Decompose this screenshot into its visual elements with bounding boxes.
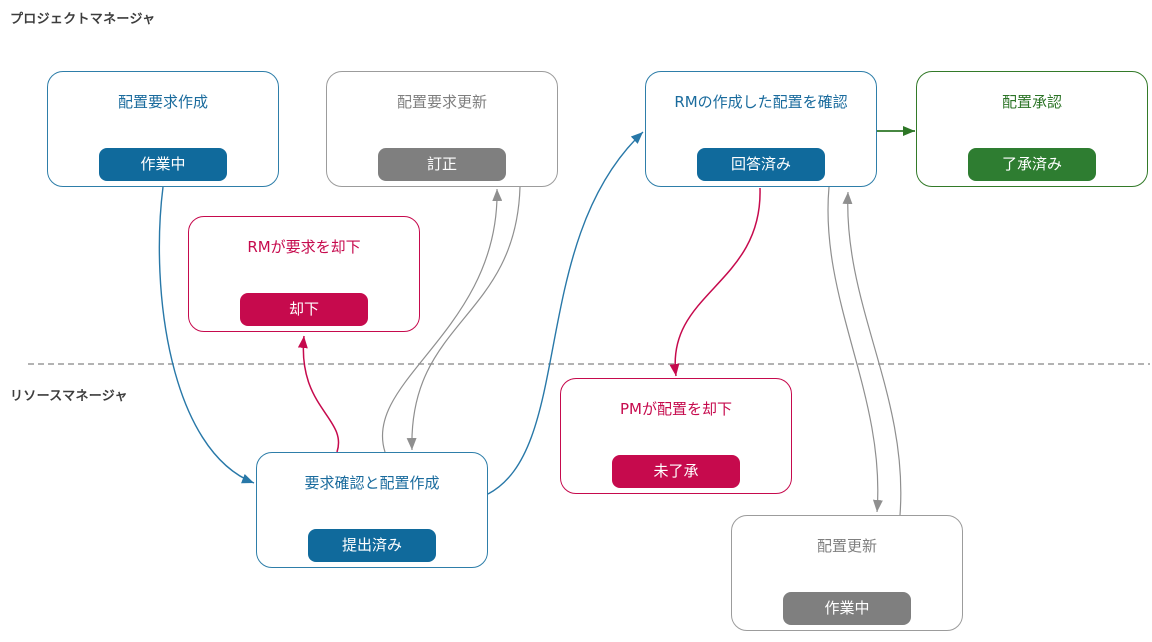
status-badge: 提出済み [308, 529, 436, 562]
node-title: 配置更新 [816, 537, 877, 555]
status-badge: 回答済み [697, 148, 825, 181]
status-badge: 却下 [240, 293, 368, 326]
edge-confirm-allocation-to-pm-reject [669, 187, 761, 377]
lane-label-project-manager: プロジェクトマネージャ [10, 12, 156, 27]
node-title: PMが配置を却下 [620, 400, 732, 418]
node-title: 配置要求更新 [396, 93, 487, 111]
node-review-create: 要求確認と配置作成 提出済み [256, 452, 488, 568]
status-badge: 作業中 [99, 148, 227, 181]
status-badge: 訂正 [378, 148, 506, 181]
node-create-request: 配置要求作成 作業中 [47, 71, 279, 187]
status-badge: 未了承 [612, 455, 740, 488]
node-update-allocation: 配置更新 作業中 [731, 515, 963, 631]
edge-confirm-allocation-to-update-allocation [827, 186, 883, 513]
node-title: 配置要求作成 [117, 93, 208, 111]
node-title: 要求確認と配置作成 [304, 474, 440, 492]
node-rm-reject: RMが要求を却下 却下 [188, 216, 420, 332]
edge-update-allocation-to-confirm-allocation [842, 191, 902, 516]
node-confirm-allocation: RMの作成した配置を確認 回答済み [645, 71, 877, 187]
edge-review-create-to-rm-reject [297, 335, 340, 453]
lane-label-resource-manager: リソースマネージャ [10, 389, 128, 404]
node-title: 配置承認 [1001, 93, 1062, 111]
status-badge: 了承済み [968, 148, 1096, 181]
node-pm-reject: PMが配置を却下 未了承 [560, 378, 792, 494]
node-approve-allocation: 配置承認 了承済み [916, 71, 1148, 187]
node-update-request: 配置要求更新 訂正 [326, 71, 558, 187]
status-badge: 作業中 [783, 592, 911, 625]
node-title: RMが要求を却下 [247, 238, 361, 256]
edge-update-request-to-review-create [406, 186, 521, 451]
node-title: RMの作成した配置を確認 [674, 93, 848, 111]
